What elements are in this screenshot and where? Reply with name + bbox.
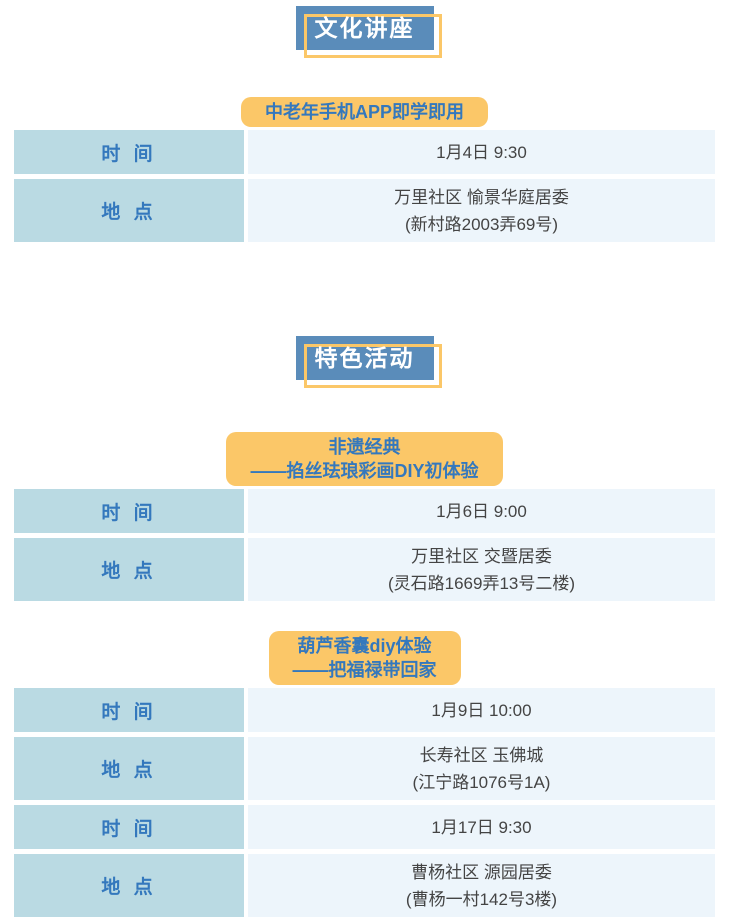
event-badge-line: 非遗经典 <box>328 437 401 457</box>
time-row: 时 间 1月17日 9:30 <box>14 805 715 849</box>
section-title-row: 特色活动 <box>0 336 729 388</box>
event-badge-line: 中老年手机APP即学即用 <box>264 102 464 122</box>
time-value: 1月9日 10:00 <box>431 700 532 720</box>
row-label: 时 间 <box>14 130 244 174</box>
event-cloisonne-diy: 非遗经典 ——掐丝珐琅彩画DIY初体验 时 间 1月6日 9:00 地 点 万里… <box>0 432 729 601</box>
event-badge-line: ——把福禄带回家 <box>292 660 437 680</box>
location-value: 曹杨社区 源园居委 <box>411 862 552 882</box>
section-title: 文化讲座 <box>295 6 442 58</box>
location-address: (江宁路1076号1A) <box>412 772 551 792</box>
row-value: 1月17日 9:30 <box>248 805 715 849</box>
event-info-table: 时 间 1月6日 9:00 地 点 万里社区 交暨居委 (灵石路1669弄13号… <box>14 489 715 601</box>
time-row: 时 间 1月6日 9:00 <box>14 489 715 533</box>
event-info-table: 时 间 1月4日 9:30 地 点 万里社区 愉景华庭居委 (新村路2003弄6… <box>14 130 715 242</box>
location-address: (灵石路1669弄13号二楼) <box>387 573 576 593</box>
time-value: 1月17日 9:30 <box>431 817 532 837</box>
event-phone-app-class: 中老年手机APP即学即用 时 间 1月4日 9:30 地 点 万里社区 愉景华庭… <box>0 97 729 242</box>
location-value: 万里社区 交暨居委 <box>411 546 552 566</box>
event-badge-line: ——掐丝珐琅彩画DIY初体验 <box>250 461 479 481</box>
event-badge: 中老年手机APP即学即用 <box>240 97 488 127</box>
time-row: 时 间 1月9日 10:00 <box>14 688 715 732</box>
location-address: (曹杨一村142号3楼) <box>405 889 558 909</box>
row-value: 1月4日 9:30 <box>248 130 715 174</box>
section-title-row: 文化讲座 <box>0 6 729 58</box>
event-gourd-sachet-diy: 葫芦香囊diy体验 ——把福禄带回家 时 间 1月9日 10:00 地 点 长寿… <box>0 631 729 917</box>
location-address: (新村路2003弄69号) <box>404 214 559 234</box>
location-row: 地 点 万里社区 交暨居委 (灵石路1669弄13号二楼) <box>14 538 715 601</box>
row-label: 地 点 <box>14 538 244 601</box>
event-badge: 葫芦香囊diy体验 ——把福禄带回家 <box>268 631 461 685</box>
event-badge-row: 中老年手机APP即学即用 <box>0 97 729 127</box>
location-row: 地 点 万里社区 愉景华庭居委 (新村路2003弄69号) <box>14 179 715 242</box>
location-value: 万里社区 愉景华庭居委 <box>394 187 569 207</box>
event-badge-line: 葫芦香囊diy体验 <box>297 636 432 656</box>
row-value: 1月6日 9:00 <box>248 489 715 533</box>
row-label: 地 点 <box>14 179 244 242</box>
location-row: 地 点 曹杨社区 源园居委 (曹杨一村142号3楼) <box>14 854 715 917</box>
row-label: 地 点 <box>14 737 244 800</box>
section-culture-lecture: 文化讲座 中老年手机APP即学即用 时 间 1月4日 9:30 <box>0 6 729 242</box>
row-value: 1月9日 10:00 <box>248 688 715 732</box>
event-info-table: 时 间 1月9日 10:00 地 点 长寿社区 玉佛城 (江宁路1076号1A)… <box>14 688 715 917</box>
event-badge: 非遗经典 ——掐丝珐琅彩画DIY初体验 <box>226 432 503 486</box>
time-value: 1月6日 9:00 <box>436 501 527 521</box>
row-label: 时 间 <box>14 489 244 533</box>
row-value: 万里社区 愉景华庭居委 (新村路2003弄69号) <box>248 179 715 242</box>
row-label: 时 间 <box>14 805 244 849</box>
row-label: 地 点 <box>14 854 244 917</box>
row-value: 万里社区 交暨居委 (灵石路1669弄13号二楼) <box>248 538 715 601</box>
event-badge-row: 非遗经典 ——掐丝珐琅彩画DIY初体验 <box>0 432 729 486</box>
section-title-label: 文化讲座 <box>314 15 415 41</box>
row-value: 曹杨社区 源园居委 (曹杨一村142号3楼) <box>248 854 715 917</box>
row-label: 时 间 <box>14 688 244 732</box>
event-badge-row: 葫芦香囊diy体验 ——把福禄带回家 <box>0 631 729 685</box>
section-title: 特色活动 <box>295 336 442 388</box>
time-value: 1月4日 9:30 <box>436 142 527 162</box>
time-row: 时 间 1月4日 9:30 <box>14 130 715 174</box>
location-value: 长寿社区 玉佛城 <box>419 745 544 765</box>
row-value: 长寿社区 玉佛城 (江宁路1076号1A) <box>248 737 715 800</box>
section-title-label: 特色活动 <box>314 345 415 371</box>
location-row: 地 点 长寿社区 玉佛城 (江宁路1076号1A) <box>14 737 715 800</box>
section-special-activities: 特色活动 非遗经典 ——掐丝珐琅彩画DIY初体验 时 间 1月6日 9:00 <box>0 336 729 917</box>
